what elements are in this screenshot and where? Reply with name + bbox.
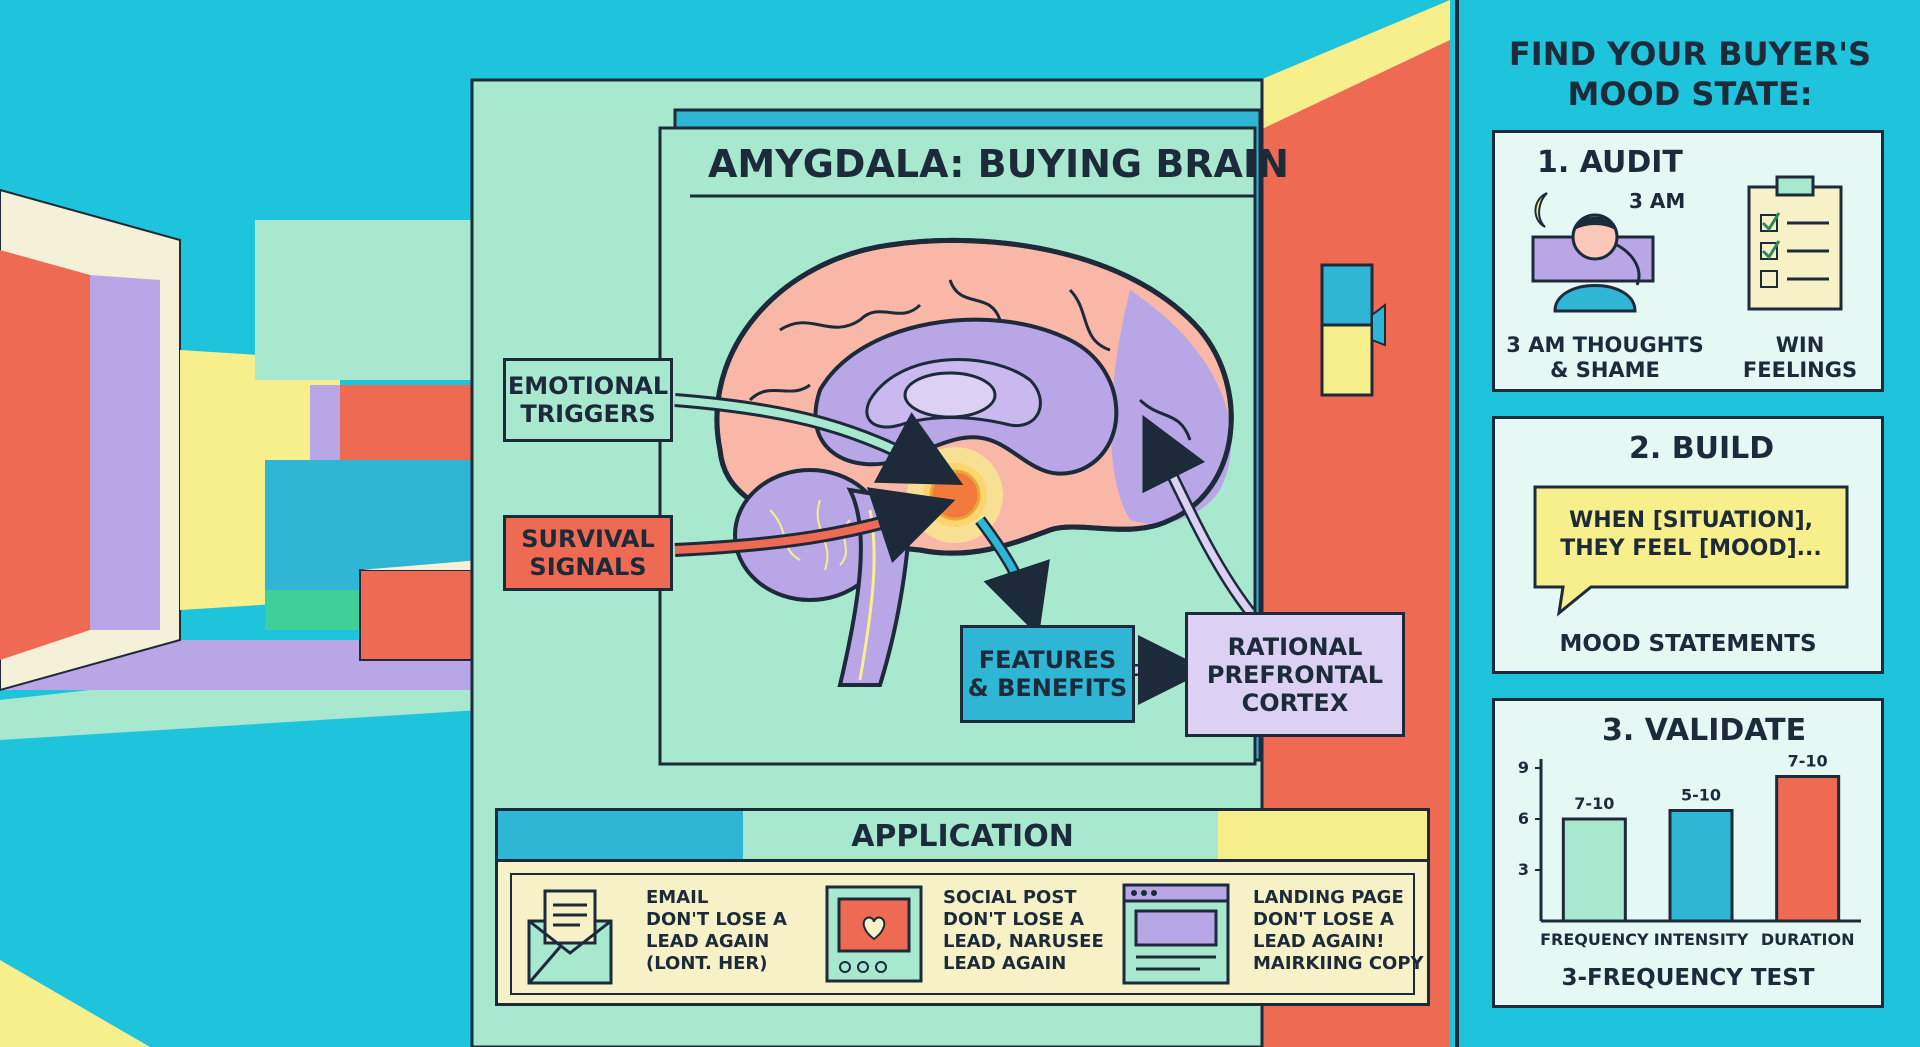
application-header-stripe-right — [1218, 811, 1427, 859]
label-survival-signals: SURVIVAL SIGNALS — [503, 515, 673, 591]
y-tick-label: 6 — [1518, 809, 1529, 828]
label-rational-prefrontal-cortex: RATIONAL PREFRONTAL CORTEX — [1185, 612, 1405, 737]
application-header-stripe-mid — [743, 811, 1218, 859]
diagram-title: AMYGDALA: BUYING BRAIN — [708, 142, 1289, 186]
label-emotional-triggers: EMOTIONAL TRIGGERS — [503, 358, 673, 442]
speech-bubble — [1533, 485, 1849, 617]
application-social-title: SOCIAL POST — [943, 887, 1077, 908]
y-tick-label: 9 — [1518, 758, 1529, 777]
application-email-title: EMAIL — [646, 887, 709, 908]
sidebar-heading: FIND YOUR BUYER'S MOOD STATE: — [1508, 35, 1872, 113]
sleepless-person-icon — [1531, 192, 1655, 313]
bar-data-label: 5-10 — [1681, 786, 1721, 805]
application-heading: APPLICATION — [851, 819, 1074, 854]
bar-data-label: 7-10 — [1788, 752, 1828, 771]
social-post-icon — [825, 885, 923, 983]
audit-time: 3 AM — [1629, 189, 1686, 213]
audit-title: 1. AUDIT — [1537, 145, 1683, 180]
application-landing-title: LANDING PAGE — [1253, 887, 1404, 908]
audit-card: 1. AUDIT 3 AM 3 AM THOUGHTS & SHAME WIN … — [1492, 130, 1884, 392]
bar-data-label: 7-10 — [1574, 794, 1614, 813]
label-features-benefits: FEATURES & BENEFITS — [960, 625, 1135, 723]
build-bubble-text: WHEN [SITUATION], THEY FEEL [MOOD]... — [1560, 508, 1822, 561]
x-category-label: DURATION — [1761, 930, 1855, 949]
y-tick-label: 3 — [1518, 860, 1529, 879]
audit-left-caption: 3 AM THOUGHTS & SHAME — [1506, 333, 1704, 382]
build-title: 2. BUILD — [1629, 431, 1775, 466]
x-category-label: FREQUENCY — [1540, 930, 1649, 949]
application-social-text: DON'T LOSE A LEAD, NARUSEE LEAD AGAIN — [943, 909, 1104, 974]
build-caption: MOOD STATEMENTS — [1559, 631, 1817, 657]
bar-frequency — [1561, 817, 1627, 923]
x-category-label: INTENSITY — [1654, 930, 1749, 949]
brain-illustration — [714, 237, 1234, 687]
application-panel: APPLICATION EMAIL DON'T LOSE A LEAD AGAI… — [495, 808, 1430, 1006]
landing-page-icon — [1122, 883, 1230, 985]
build-card: 2. BUILD WHEN [SITUATION], THEY FEEL [MO… — [1492, 416, 1884, 674]
clipboard-checklist-icon — [1747, 175, 1843, 311]
application-email-text: DON'T LOSE A LEAD AGAIN (LONT. HER) — [646, 909, 787, 974]
validate-title: 3. VALIDATE — [1602, 713, 1807, 748]
bar-duration — [1775, 775, 1841, 923]
audit-right-caption: WIN FEELINGS — [1742, 333, 1858, 382]
application-landing-text: DON'T LOSE A LEAD AGAIN! MAIRKIING COPY — [1253, 909, 1424, 974]
bar-intensity — [1668, 809, 1734, 923]
application-header-stripe-left — [498, 811, 743, 859]
envelope-icon — [527, 889, 613, 985]
validate-caption: 3-FREQUENCY TEST — [1561, 965, 1815, 991]
